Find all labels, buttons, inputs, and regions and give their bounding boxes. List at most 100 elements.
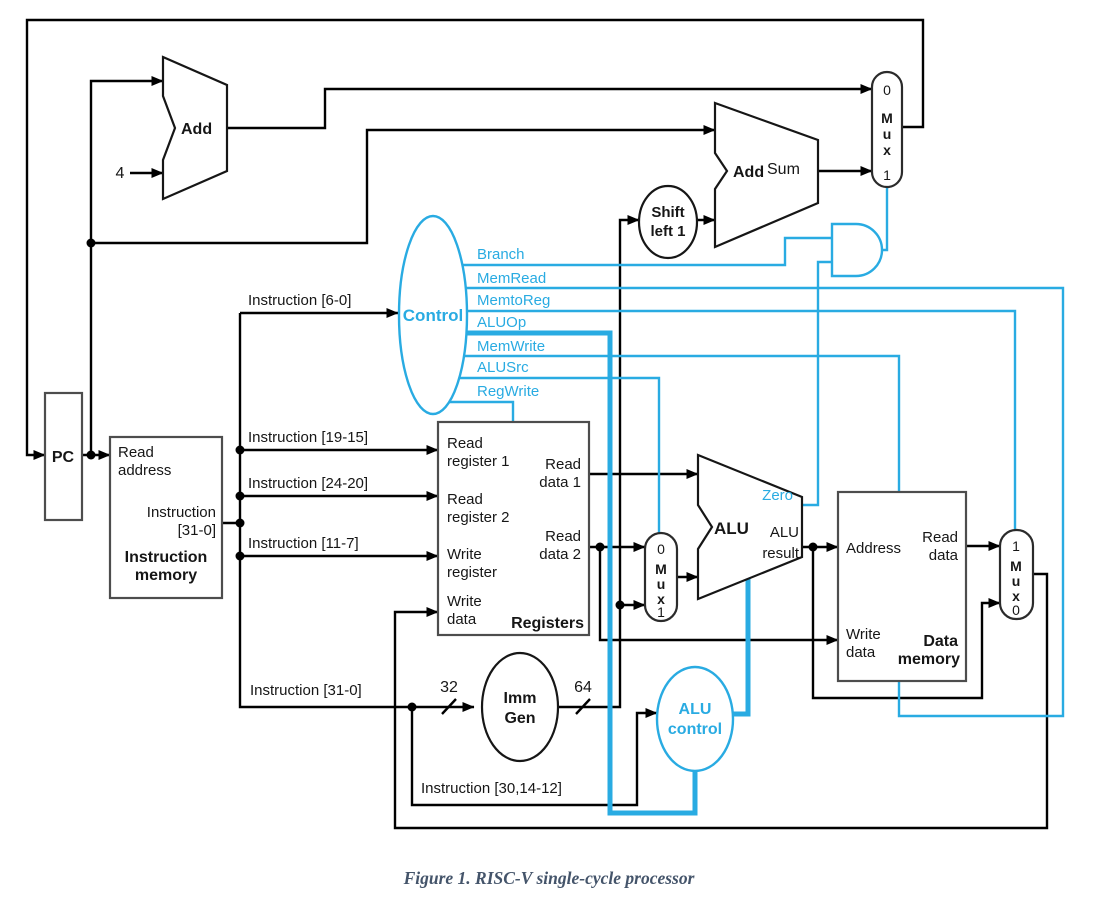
wire-regwrite — [448, 400, 515, 422]
wire-pc-to-branch-add — [91, 125, 716, 245]
slash-64-tick — [575, 698, 591, 715]
wire-aluop — [466, 330, 698, 816]
dmem-address-label: Address — [846, 540, 901, 557]
text-labels: PC 4 Add Add Sum Shift left 1 Control Br… — [52, 82, 1022, 888]
signal-memtoreg: MemtoReg — [477, 292, 550, 309]
pc-label: PC — [52, 449, 75, 466]
and-gate — [830, 222, 884, 278]
pcsrc-mux — [870, 70, 904, 189]
alucontrol-label-2: control — [668, 721, 722, 738]
data-memory-block — [836, 490, 968, 683]
registers-block — [436, 420, 591, 637]
alusrc-mux-u: u — [657, 576, 666, 592]
wire-rd2-to-dmem — [598, 547, 839, 645]
width-32: 32 — [440, 679, 458, 696]
writeback-mux — [998, 528, 1035, 621]
datapath-wires — [25, 18, 1049, 830]
add-branch-label: Add — [733, 164, 764, 181]
blocks — [43, 55, 1035, 773]
wire-memread — [466, 286, 1065, 718]
wire-memwrite — [464, 354, 901, 492]
dmem-wd-label-1: Write — [846, 626, 881, 643]
reg-rd2-label-1: Read — [545, 528, 581, 545]
figure-caption: Figure 1. RISC-V single-cycle processor — [403, 868, 695, 888]
wb-mux-1: 1 — [1012, 538, 1020, 554]
wire-and-out — [882, 187, 889, 252]
wb-mux-m: M — [1010, 558, 1022, 574]
control-wires — [448, 187, 1065, 816]
reg-wd-label-2: data — [447, 611, 477, 628]
junction-dot — [235, 518, 245, 528]
signal-memwrite: MemWrite — [477, 338, 545, 355]
alu-result-label-2: result — [762, 545, 800, 562]
junction-dot — [235, 491, 245, 501]
width-64: 64 — [574, 679, 592, 696]
alu-control-unit — [655, 665, 735, 773]
reg-wr-label-2: register — [447, 564, 497, 581]
immgen-label-2: Gen — [504, 710, 535, 727]
reg-rr1-label-1: Read — [447, 435, 483, 452]
dmem-rd-label-1: Read — [922, 529, 958, 546]
junction-dot — [407, 702, 417, 712]
sum-label: Sum — [767, 161, 800, 178]
shift-left-label-1: Shift — [651, 204, 684, 221]
bus-label-19-15: Instruction [19-15] — [248, 429, 368, 446]
imem-name-1: Instruction — [125, 549, 208, 566]
imm-gen-unit — [480, 651, 560, 763]
control-label: Control — [403, 306, 463, 325]
imem-read-label: Read — [118, 444, 154, 461]
alusrc-mux-x: x — [657, 591, 665, 607]
wire-alusrc — [459, 376, 661, 533]
add-pc4-unit — [161, 55, 229, 201]
slash-32-tick — [441, 698, 457, 715]
pc-block — [43, 391, 84, 522]
wire-pc-feedback — [25, 18, 925, 460]
alu-name: ALU — [714, 519, 749, 538]
wb-mux-x: x — [1012, 588, 1020, 604]
dmem-name-2: memory — [898, 651, 960, 668]
wire-alu-result-to-wbmux — [811, 547, 1001, 700]
alucontrol-label-1: ALU — [679, 701, 712, 718]
signal-alusrc: ALUSrc — [477, 359, 529, 376]
reg-wr-label-1: Write — [447, 546, 482, 563]
wire-branch — [461, 236, 832, 267]
dmem-name-1: Data — [923, 633, 958, 650]
alu-unit — [696, 453, 804, 601]
wire-instr-30-14-12 — [410, 707, 658, 807]
wire-alucontrol-out — [731, 579, 751, 717]
junction-dot — [615, 600, 625, 610]
signal-aluop: ALUOp — [477, 314, 526, 331]
pcsrc-mux-u: u — [883, 126, 892, 142]
bus-label-31-0: Instruction [31-0] — [250, 682, 362, 699]
imem-out-label-1: Instruction — [147, 504, 216, 521]
wb-mux-u: u — [1012, 573, 1021, 589]
wire-zero — [802, 260, 832, 507]
alusrc-mux — [643, 531, 679, 623]
reg-rd1-label-1: Read — [545, 456, 581, 473]
zero-label: Zero — [762, 487, 793, 504]
bus-label-30-14-12: Instruction [30,14-12] — [421, 780, 562, 797]
imem-address-label: address — [118, 462, 171, 479]
imem-name-2: memory — [135, 567, 197, 584]
bus-label-11-7: Instruction [11-7] — [248, 535, 359, 552]
shift-left-1-unit — [637, 184, 699, 260]
reg-rr1-label-2: register 1 — [447, 453, 510, 470]
imem-out-label-2: [31-0] — [178, 522, 216, 539]
reg-rr2-label-1: Read — [447, 491, 483, 508]
bus-label-24-20: Instruction [24-20] — [248, 475, 368, 492]
add-pc4-label: Add — [181, 121, 212, 138]
reg-wd-label-1: Write — [447, 593, 482, 610]
shift-left-label-2: left 1 — [650, 223, 685, 240]
junction-dots — [86, 238, 818, 712]
reg-rr2-label-2: register 2 — [447, 509, 510, 526]
alusrc-mux-0: 0 — [657, 541, 665, 557]
registers-name: Registers — [511, 615, 584, 632]
pcsrc-mux-x: x — [883, 142, 891, 158]
alu-result-label-1: ALU — [770, 524, 799, 541]
signal-memread: MemRead — [477, 270, 546, 287]
wire-memtoreg — [467, 309, 1017, 530]
wire-pc4-to-mux — [227, 84, 873, 130]
four-constant: 4 — [116, 165, 125, 182]
add-branch-unit — [713, 101, 820, 249]
wire-imm-to-shift — [558, 215, 640, 709]
